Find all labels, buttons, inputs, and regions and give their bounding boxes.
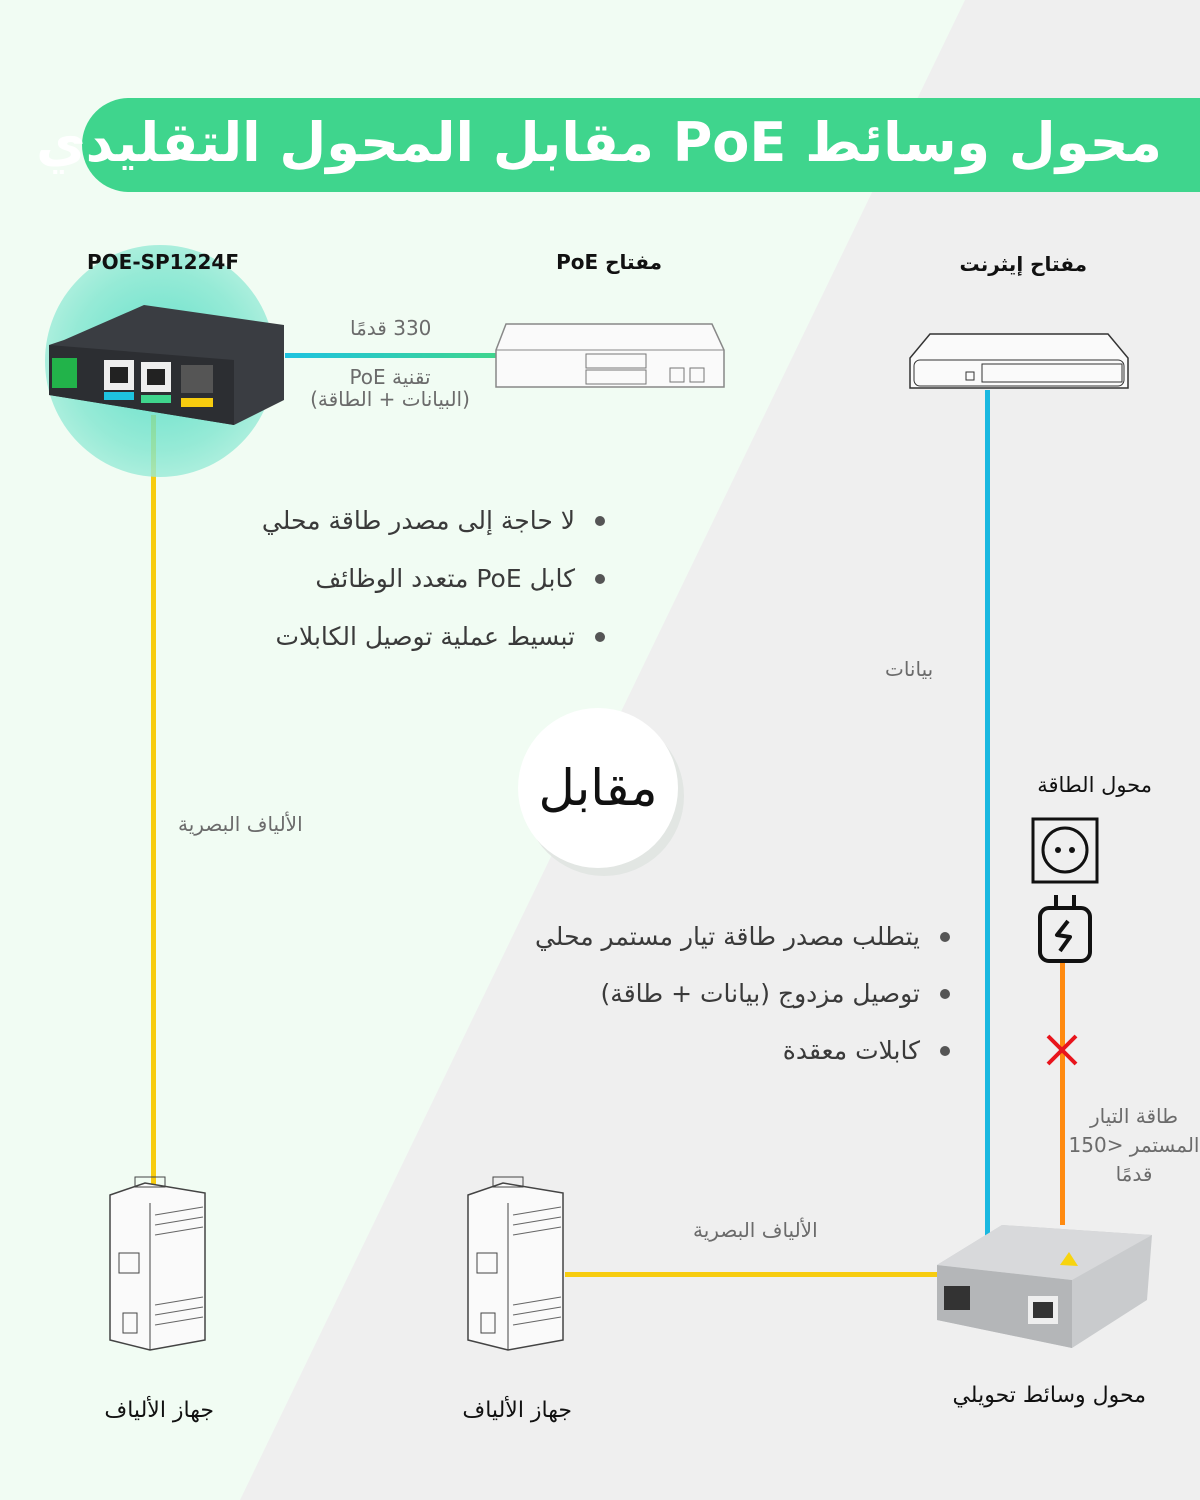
- poe-tech-line2: (البيانات + الطاقة): [310, 387, 470, 411]
- fiber-label-left: الألياف البصرية: [178, 812, 303, 836]
- dc-power-label: طاقة التيار المستمر <150 قدمًا: [1068, 1102, 1200, 1189]
- fiber-device-image-middle: [467, 1176, 564, 1351]
- data-cable: [985, 390, 990, 1242]
- dc-line3: قدمًا: [1115, 1162, 1153, 1186]
- power-adapter-label: محول الطاقة: [1037, 773, 1152, 797]
- traditional-media-converter-image: [937, 1225, 1152, 1348]
- drawback-item: كابلات معقدة: [535, 1022, 951, 1079]
- fiber-device-label-left: جهاز الألياف: [104, 1398, 214, 1423]
- cross-icon: [1046, 1034, 1078, 1066]
- page-title: محول وسائط PoE مقابل المحول التقليدي: [36, 111, 1162, 174]
- title-banner: [82, 98, 1200, 192]
- drawback-item: يتطلب مصدر طاقة تيار مستمر محلي: [535, 908, 951, 965]
- ethernet-switch-image: [909, 333, 1129, 389]
- fiber-device-image-left: [109, 1176, 206, 1351]
- fiber-device-label-middle: جهاز الألياف: [462, 1398, 572, 1423]
- poe-tech-label: تقنية PoE (البيانات + الطاقة): [300, 366, 480, 410]
- poe-benefits-list: لا حاجة إلى مصدر طاقة محلي كابل PoE متعد…: [262, 492, 606, 666]
- versus-badge: مقابل: [518, 708, 678, 868]
- poe-tech-line1: تقنية PoE: [349, 365, 431, 389]
- media-converter-label: محول وسائط تحويلي: [952, 1383, 1146, 1408]
- ethernet-switch-label: مفتاح إيثرنت: [959, 252, 1087, 276]
- dc-line1: طاقة التيار: [1089, 1104, 1179, 1128]
- benefit-item: تبسيط عملية توصيل الكابلات: [262, 608, 606, 666]
- dc-cable: [1060, 960, 1065, 1225]
- distance-label: 330 قدمًا: [350, 316, 432, 340]
- fiber-cable-left: [151, 415, 156, 1185]
- drawback-item: توصيل مزدوج (بيانات + طاقة): [535, 965, 951, 1022]
- fiber-label-bottom: الألياف البصرية: [693, 1218, 818, 1242]
- poe-media-converter-image: [49, 305, 284, 425]
- poe-cable: [285, 353, 497, 358]
- dc-line2: المستمر <150: [1068, 1133, 1200, 1157]
- fiber-cable-bottom: [565, 1272, 937, 1277]
- poe-switch-image: [495, 323, 725, 388]
- power-outlet-icon: [1031, 817, 1099, 963]
- benefit-item: لا حاجة إلى مصدر طاقة محلي: [262, 492, 606, 550]
- poe-switch-label: مفتاح PoE: [556, 250, 662, 274]
- versus-text: مقابل: [538, 759, 658, 817]
- benefit-item: كابل PoE متعدد الوظائف: [262, 550, 606, 608]
- traditional-drawbacks-list: يتطلب مصدر طاقة تيار مستمر محلي توصيل مز…: [535, 908, 951, 1079]
- data-label: بيانات: [885, 657, 934, 681]
- device-model-label: POE-SP1224F: [87, 250, 240, 274]
